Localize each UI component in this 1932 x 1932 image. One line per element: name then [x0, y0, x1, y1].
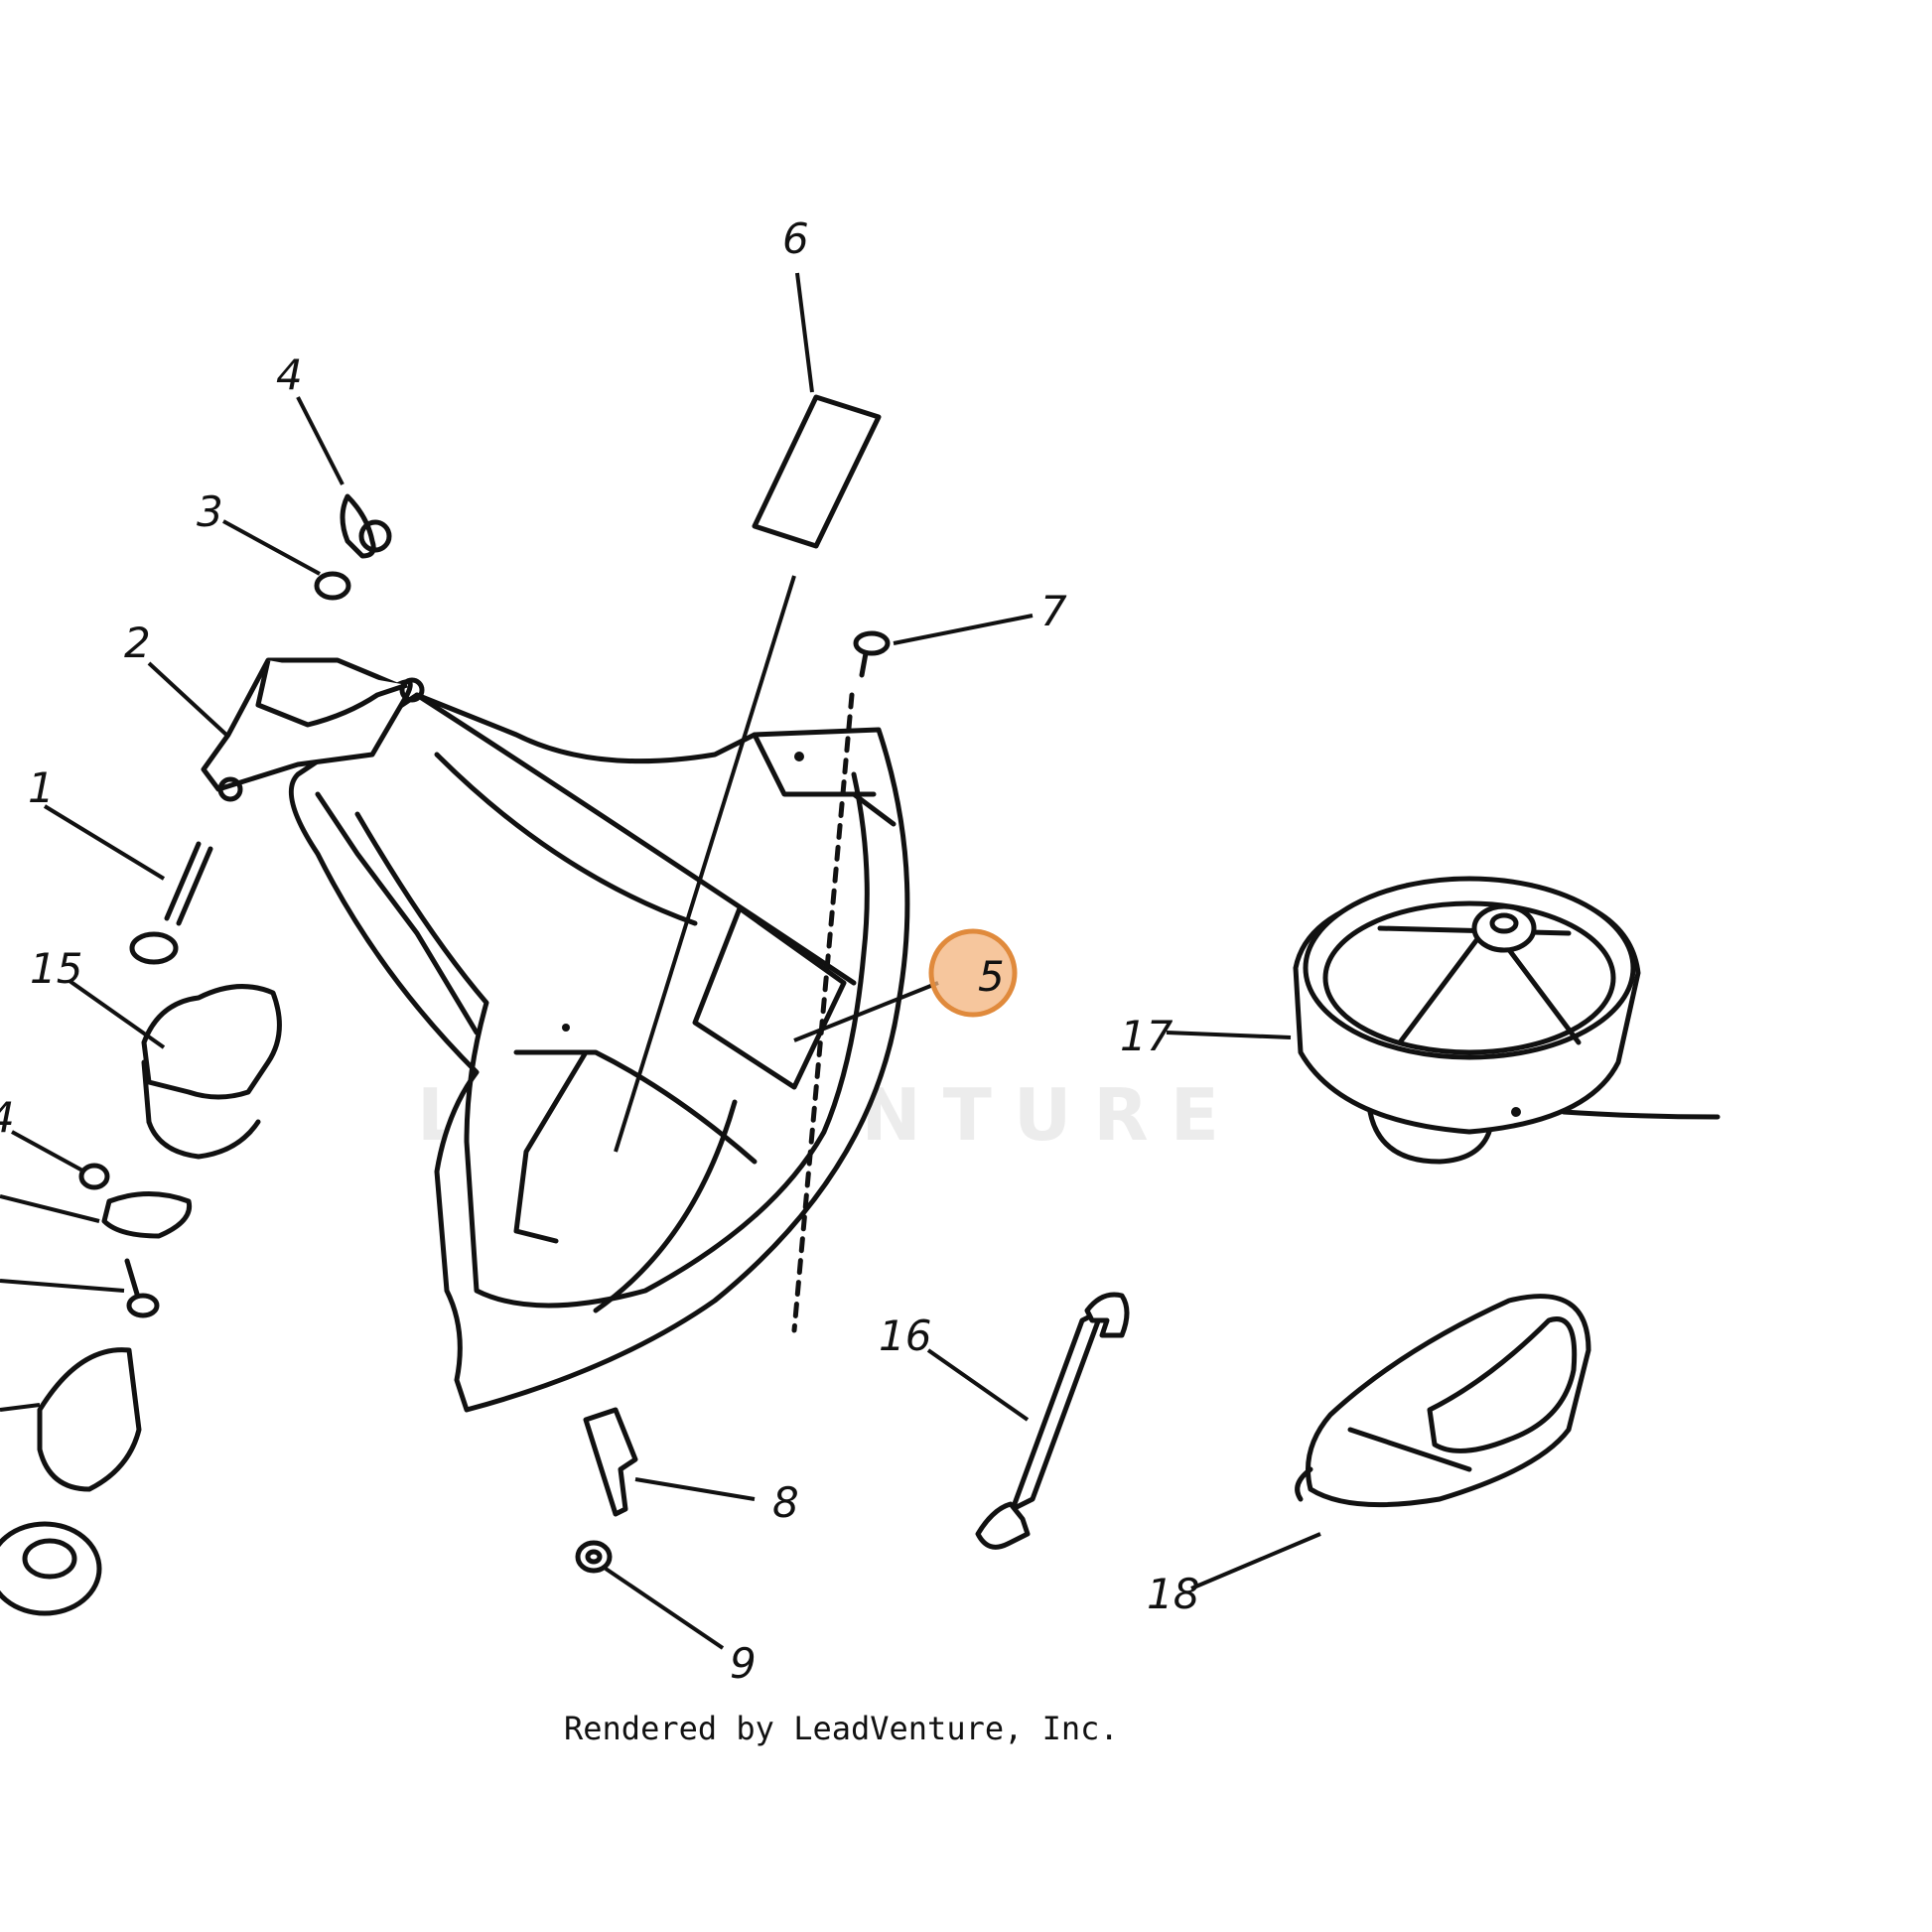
nut-part: [575, 1540, 613, 1574]
callout-2[interactable]: 2: [124, 619, 151, 667]
callout-15[interactable]: 15: [30, 944, 82, 993]
callout-8[interactable]: 8: [772, 1478, 799, 1527]
callout-1[interactable]: 1: [28, 763, 55, 812]
trimmer-shield: [288, 692, 910, 1413]
callout-6[interactable]: 6: [782, 214, 809, 263]
credit-text: Rendered by LeadVenture, Inc.: [564, 1710, 1119, 1747]
trimmer-head-part: [1293, 876, 1721, 1165]
callout-5-highlight: [928, 928, 1018, 1018]
callout-7[interactable]: 7: [1040, 587, 1067, 635]
callout-4[interactable]: 4: [276, 350, 303, 399]
callout-4-lower[interactable]: 4: [0, 1093, 15, 1142]
callout-17[interactable]: 17: [1120, 1012, 1173, 1060]
callout-5[interactable]: 5: [978, 952, 1005, 1001]
washer-part: [314, 571, 351, 601]
bolt-part: [129, 841, 213, 965]
callout-18[interactable]: 18: [1147, 1570, 1199, 1618]
callout-16[interactable]: 16: [879, 1311, 931, 1360]
clamp-part: [141, 984, 282, 1160]
goggles-part: [1295, 1294, 1591, 1508]
callout-3[interactable]: 3: [197, 487, 223, 536]
screw-part: [791, 630, 891, 1333]
line-blade-part: [583, 1407, 638, 1517]
wrench-part: [975, 1292, 1130, 1550]
callout-9[interactable]: 9: [730, 1639, 757, 1688]
shield-bracket: [201, 657, 480, 1035]
label-plate: [752, 394, 882, 549]
nut-lower-part: [0, 1163, 193, 1616]
wing-nut-part: [340, 493, 392, 559]
leader-lines: [0, 272, 1321, 1650]
